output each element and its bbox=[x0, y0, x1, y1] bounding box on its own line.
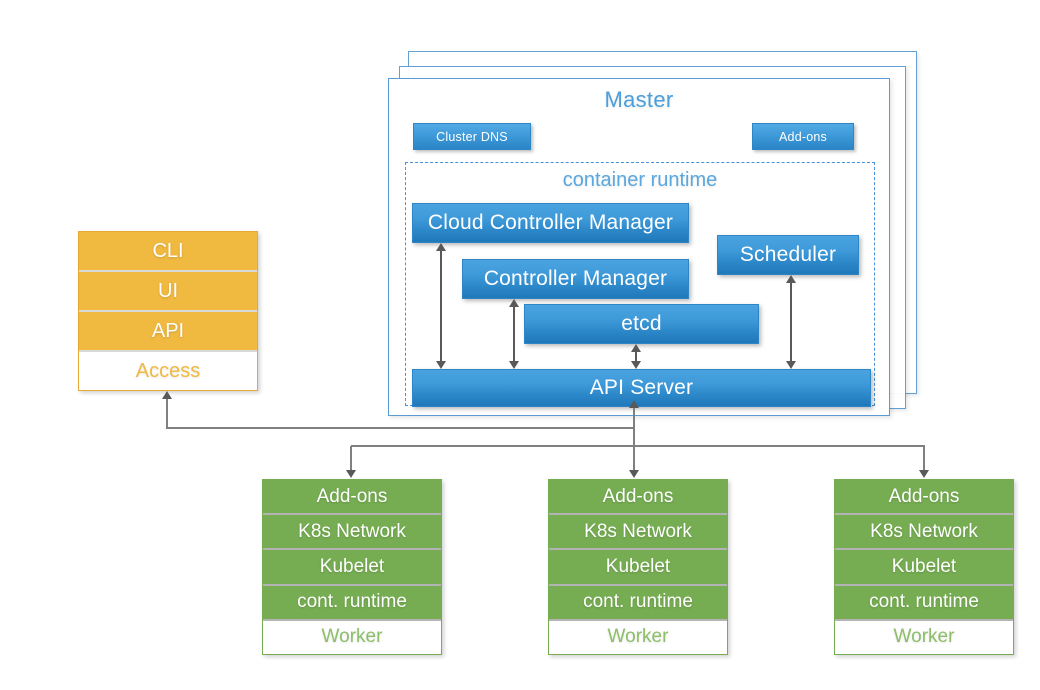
worker-2-label: Worker bbox=[549, 620, 727, 655]
worker-3-bar-cont-runtime[interactable]: cont. runtime bbox=[835, 585, 1013, 621]
arrow-head-up-scheduler bbox=[786, 275, 796, 283]
arrow-head-down-worker-1 bbox=[346, 470, 356, 478]
cluster-dns-chip[interactable]: Cluster DNS bbox=[413, 123, 531, 150]
arrow-head-down-cm bbox=[509, 361, 519, 369]
arrow-head-down-etcd bbox=[631, 361, 641, 369]
bus-drop-worker-2 bbox=[633, 446, 635, 472]
master-frame-front[interactable]: Master Cluster DNS Add-ons container run… bbox=[388, 78, 890, 416]
access-bar-ui[interactable]: UI bbox=[79, 272, 257, 312]
master-addons-chip[interactable]: Add-ons bbox=[752, 123, 854, 150]
arrow-head-up-etcd bbox=[631, 344, 641, 352]
arrow-line-api-cm bbox=[513, 307, 515, 361]
container-runtime-title: container runtime bbox=[562, 169, 718, 191]
api-server-box[interactable]: API Server bbox=[412, 369, 871, 407]
worker-3-bar-addons[interactable]: Add-ons bbox=[835, 480, 1013, 516]
worker-2-bar-kubelet[interactable]: Kubelet bbox=[549, 550, 727, 586]
etcd-box[interactable]: etcd bbox=[524, 304, 759, 344]
bus-stub-api-server-down bbox=[633, 406, 635, 448]
arrow-head-down-ccm bbox=[436, 361, 446, 369]
arrow-head-up-cm bbox=[509, 299, 519, 307]
arrow-head-up-access bbox=[162, 391, 172, 399]
controller-manager-box[interactable]: Controller Manager bbox=[462, 259, 689, 299]
worker-3-bar-kubelet[interactable]: Kubelet bbox=[835, 550, 1013, 586]
scheduler-box[interactable]: Scheduler bbox=[717, 235, 859, 275]
bus-stub-access-up bbox=[166, 398, 168, 428]
worker-3-bar-k8s-network[interactable]: K8s Network bbox=[835, 515, 1013, 551]
arrow-line-api-etcd bbox=[635, 352, 637, 361]
arrow-line-api-scheduler bbox=[790, 283, 792, 361]
bus-drop-worker-1 bbox=[350, 446, 352, 472]
worker-2-bar-cont-runtime[interactable]: cont. runtime bbox=[549, 585, 727, 621]
worker-node-3[interactable]: Add-ons K8s Network Kubelet cont. runtim… bbox=[834, 479, 1014, 655]
worker-1-bar-cont-runtime[interactable]: cont. runtime bbox=[263, 585, 441, 621]
arrow-head-down-scheduler bbox=[786, 361, 796, 369]
worker-3-label: Worker bbox=[835, 620, 1013, 655]
worker-1-bar-k8s-network[interactable]: K8s Network bbox=[263, 515, 441, 551]
arrow-head-down-worker-3 bbox=[919, 470, 929, 478]
bus-line-to-workers bbox=[351, 445, 925, 447]
cloud-controller-manager-box[interactable]: Cloud Controller Manager bbox=[412, 203, 689, 243]
worker-1-label: Worker bbox=[263, 620, 441, 655]
arrow-head-down-worker-2 bbox=[629, 470, 639, 478]
access-panel[interactable]: CLI UI API Access bbox=[78, 231, 258, 391]
worker-1-bar-kubelet[interactable]: Kubelet bbox=[263, 550, 441, 586]
worker-2-bar-addons[interactable]: Add-ons bbox=[549, 480, 727, 516]
arrow-line-api-ccm bbox=[440, 251, 442, 361]
worker-2-bar-k8s-network[interactable]: K8s Network bbox=[549, 515, 727, 551]
arrow-head-up-api-server-bus bbox=[629, 400, 639, 408]
bus-drop-worker-3 bbox=[923, 446, 925, 472]
bus-line-to-access bbox=[166, 427, 634, 429]
worker-node-1[interactable]: Add-ons K8s Network Kubelet cont. runtim… bbox=[262, 479, 442, 655]
access-bar-cli[interactable]: CLI bbox=[79, 232, 257, 272]
master-title: Master bbox=[604, 87, 674, 112]
worker-node-2[interactable]: Add-ons K8s Network Kubelet cont. runtim… bbox=[548, 479, 728, 655]
arrow-head-up-ccm bbox=[436, 243, 446, 251]
worker-1-bar-addons[interactable]: Add-ons bbox=[263, 480, 441, 516]
access-panel-label: Access bbox=[79, 352, 257, 390]
access-bar-api[interactable]: API bbox=[79, 312, 257, 352]
